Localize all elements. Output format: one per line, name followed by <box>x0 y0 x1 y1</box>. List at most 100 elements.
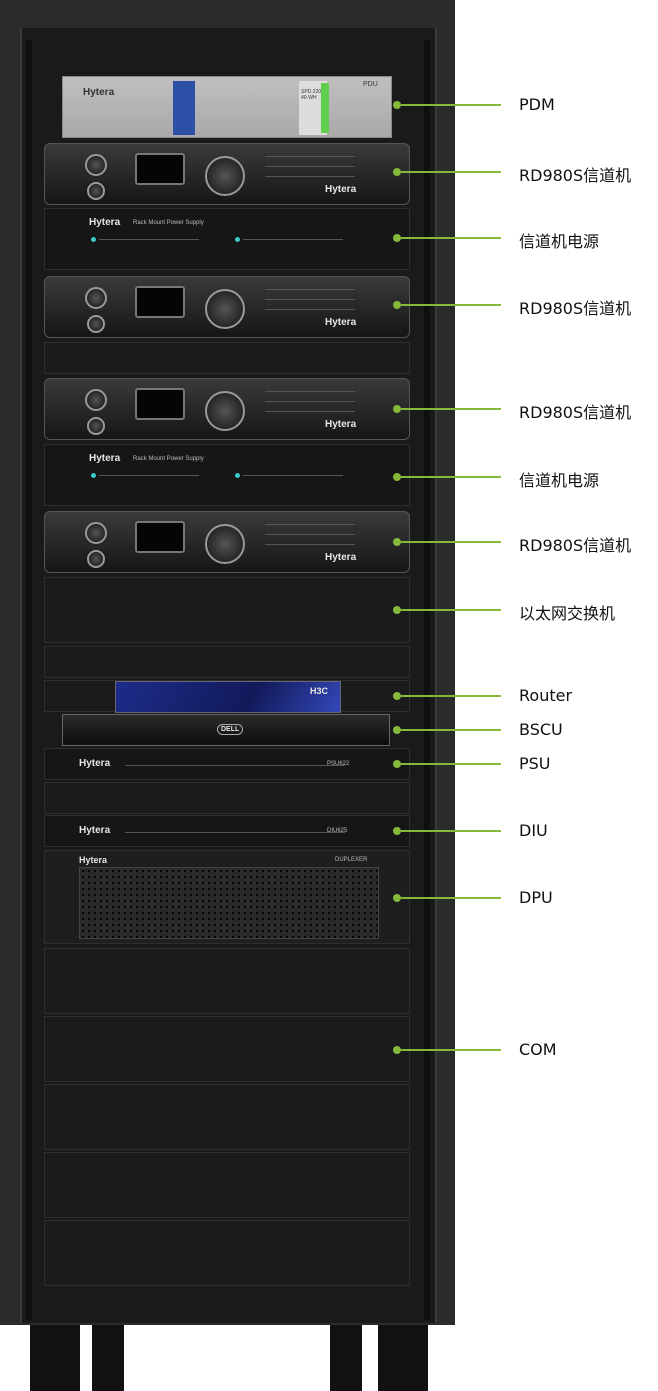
repeater-unit-3: Hytera <box>44 378 410 440</box>
pdm-spd-text: SPD 220-40-WH <box>301 89 323 101</box>
blank-panel <box>44 948 410 1014</box>
callout-dot <box>393 538 401 546</box>
pdm-brand: Hytera <box>83 87 115 98</box>
psu-module-line <box>125 765 345 766</box>
vent-line <box>265 544 355 545</box>
lcd-display <box>135 388 185 420</box>
router-slot: H3C <box>44 680 410 713</box>
volume-knob <box>85 522 107 544</box>
callout-dot <box>393 301 401 309</box>
callout-label: BSCU <box>519 720 563 739</box>
callout-label: COM <box>519 1040 557 1059</box>
psu-line <box>99 475 199 476</box>
vent-line <box>265 299 355 300</box>
channel-knob <box>205 391 245 431</box>
channel-knob <box>205 156 245 196</box>
power-knob <box>87 417 105 435</box>
vent-line <box>265 411 355 412</box>
callout-dot <box>393 168 401 176</box>
diu-module: Hytera DIU625 <box>44 815 410 847</box>
blank-panel <box>44 646 410 678</box>
callout-line <box>401 1049 501 1051</box>
power-knob <box>87 550 105 568</box>
callout-dot <box>393 405 401 413</box>
callout-line <box>401 171 501 173</box>
psu-led <box>235 473 240 478</box>
channel-psu-1: Hytera Rack Mount Power Supply <box>44 208 410 270</box>
callout-dot <box>393 760 401 768</box>
callout-label: PDM <box>519 95 555 114</box>
pdm-breakers <box>173 81 195 135</box>
router-brand: H3C <box>309 686 328 696</box>
pdm-pdu-label: PDU <box>363 81 378 88</box>
vent-line <box>265 391 355 392</box>
callout-line <box>401 609 501 611</box>
repeater-unit-1: Hytera <box>44 143 410 205</box>
callout-dot <box>393 827 401 835</box>
callout-line <box>401 763 501 765</box>
psu-module-model: PSU622 <box>327 761 350 767</box>
channel-psu-2: Hytera Rack Mount Power Supply <box>44 444 410 506</box>
psu-line <box>243 239 343 240</box>
rack-rail-left <box>26 40 32 1320</box>
repeater-brand: Hytera <box>325 419 357 430</box>
callout-line <box>401 830 501 832</box>
psu-module-brand: Hytera <box>79 758 111 769</box>
callout-label: 信道机电源 <box>519 232 600 251</box>
vent-line <box>265 156 355 157</box>
callout-label: RD980S信道机 <box>519 403 632 422</box>
volume-knob <box>85 154 107 176</box>
callout-line <box>401 237 501 239</box>
diu-brand: Hytera <box>79 825 111 836</box>
vent-line <box>265 289 355 290</box>
callout-dot <box>393 101 401 109</box>
callout-dot <box>393 726 401 734</box>
rack-foot-left <box>92 1325 124 1391</box>
blank-panel <box>44 342 410 374</box>
callout-line <box>401 408 501 410</box>
psu-line <box>243 475 343 476</box>
callout-dot <box>393 1046 401 1054</box>
pdm-unit: Hytera PDU SPD 220-40-WH <box>62 76 392 138</box>
lcd-display <box>135 153 185 185</box>
callout-dot <box>393 473 401 481</box>
vent-line <box>265 401 355 402</box>
repeater-unit-2: Hytera <box>44 276 410 338</box>
callout-label: DIU <box>519 821 548 840</box>
rack-caster-left <box>30 1325 80 1391</box>
dpu-grille <box>79 867 379 939</box>
power-knob <box>87 315 105 333</box>
rack-foot-right <box>330 1325 362 1391</box>
callout-dot <box>393 894 401 902</box>
pdm-indicators <box>321 83 329 133</box>
psu-line <box>99 239 199 240</box>
repeater-brand: Hytera <box>325 317 357 328</box>
server-brand: DELL <box>217 724 244 735</box>
psu-led <box>91 237 96 242</box>
diu-line <box>125 832 345 833</box>
dpu-brand: Hytera <box>79 855 108 865</box>
psu-brand: Hytera <box>89 453 121 464</box>
psu-module: Hytera PSU622 <box>44 748 410 780</box>
blank-panel <box>44 1220 410 1286</box>
repeater-unit-4: Hytera <box>44 511 410 573</box>
vent-line <box>265 524 355 525</box>
callout-label: 以太网交换机 <box>519 604 616 623</box>
vent-line <box>265 534 355 535</box>
callout-line <box>401 104 501 106</box>
callout-dot <box>393 606 401 614</box>
callout-label: DPU <box>519 888 553 907</box>
callout-label: RD980S信道机 <box>519 299 632 318</box>
psu-subtitle: Rack Mount Power Supply <box>133 456 204 462</box>
ethernet-switch-slot <box>44 577 410 643</box>
channel-knob <box>205 524 245 564</box>
callout-label: RD980S信道机 <box>519 536 632 555</box>
psu-subtitle: Rack Mount Power Supply <box>133 220 204 226</box>
callout-dot <box>393 692 401 700</box>
callout-dot <box>393 234 401 242</box>
lcd-display <box>135 521 185 553</box>
callout-label: 信道机电源 <box>519 471 600 490</box>
callout-line <box>401 897 501 899</box>
callout-label: RD980S信道机 <box>519 166 632 185</box>
psu-led <box>235 237 240 242</box>
